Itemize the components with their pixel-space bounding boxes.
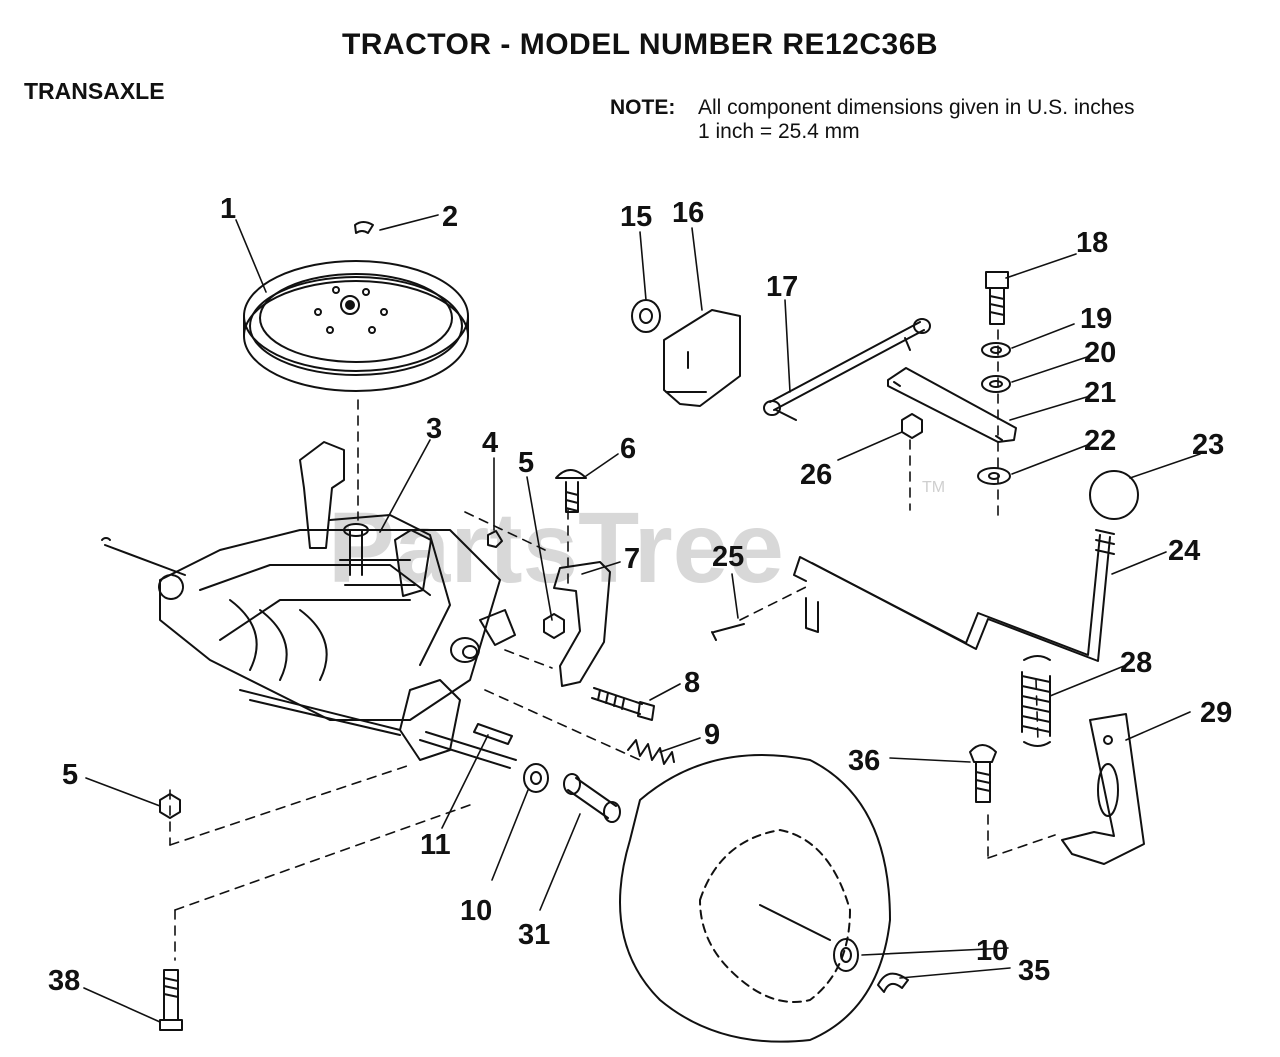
callout-1: 1	[220, 193, 236, 225]
assembly-guide-lines	[169, 329, 1056, 961]
callout-5b: 5	[62, 759, 78, 791]
bolt-part-36	[969, 744, 997, 803]
nut-part-5	[543, 613, 565, 639]
washer-part-22	[977, 467, 1011, 485]
section-title: TRANSAXLE	[24, 78, 165, 104]
callout-25: 25	[712, 541, 744, 573]
bolt-part-8	[591, 687, 655, 721]
washer-part-15	[631, 299, 661, 333]
callout-18: 18	[1076, 227, 1108, 259]
callout-36: 36	[848, 745, 880, 777]
plate-part-21	[887, 367, 1017, 443]
callout-6: 6	[620, 433, 636, 465]
transaxle-housing	[101, 441, 517, 769]
nut-part-26	[901, 413, 923, 439]
washer-part-20	[981, 375, 1011, 393]
spring-part-9	[627, 739, 675, 765]
bracket-part-7	[553, 561, 611, 687]
note-line-1: All component dimensions given in U.S. i…	[698, 96, 1135, 119]
callout-9: 9	[704, 719, 720, 751]
callout-16: 16	[672, 197, 704, 229]
spacer-part-31	[563, 773, 621, 823]
callout-17: 17	[766, 271, 798, 303]
callout-23: 23	[1192, 429, 1224, 461]
washer-part-19	[981, 342, 1011, 358]
page-title: TRACTOR - MODEL NUMBER RE12C36B	[341, 28, 939, 61]
callout-10: 10	[460, 895, 492, 927]
knob-part-23	[1089, 470, 1139, 520]
callout-24: 24	[1168, 535, 1200, 567]
nut-part-5b	[159, 793, 181, 819]
callout-4: 4	[482, 427, 498, 459]
cotter-pin-part-25	[711, 623, 745, 641]
callout-3: 3	[426, 413, 442, 445]
callout-29: 29	[1200, 697, 1232, 729]
callout-15: 15	[620, 201, 652, 233]
callout-26: 26	[800, 459, 832, 491]
callout-8: 8	[684, 667, 700, 699]
washer-part-10b	[833, 938, 859, 972]
callout-21: 21	[1084, 377, 1116, 409]
callout-28: 28	[1120, 647, 1152, 679]
callout-22: 22	[1084, 425, 1116, 457]
carriage-bolt-part-6	[555, 469, 587, 513]
callout-19: 19	[1080, 303, 1112, 335]
callout-11: 11	[420, 829, 451, 861]
note-label: NOTE:	[610, 96, 676, 119]
callout-20: 20	[1084, 337, 1116, 369]
callout-10b: 10	[976, 935, 1008, 967]
washer-part-10	[523, 763, 549, 793]
bolt-part-38	[159, 969, 183, 1031]
wheel-tire	[619, 754, 891, 1043]
callout-35: 35	[1018, 955, 1050, 987]
note-line-2: 1 inch = 25.4 mm	[698, 120, 860, 143]
callout-31: 31	[518, 919, 550, 951]
leader-lines	[83, 214, 1201, 1023]
bracket-part-29	[1061, 713, 1145, 865]
callout-38: 38	[48, 965, 80, 997]
callout-5: 5	[518, 447, 534, 479]
watermark-trademark: TM	[922, 479, 945, 496]
retaining-ring-part-2	[354, 221, 374, 234]
spring-part-28	[1021, 655, 1051, 747]
pulley-part-1	[243, 260, 469, 392]
key-part-11	[473, 723, 513, 745]
dimension-note: NOTE: All component dimensions given in U…	[610, 96, 1135, 144]
callout-labels: 1 2 3 4 5 6 7 8 9 10 11 15 16 17 18 19 2…	[48, 193, 1232, 997]
callout-2: 2	[442, 201, 458, 233]
clip-part-35	[877, 972, 909, 993]
bracket-part-16	[663, 309, 741, 407]
callout-7: 7	[624, 543, 640, 575]
key-part-4	[487, 530, 503, 548]
bolt-part-18	[985, 271, 1009, 325]
control-rod-part-17	[763, 318, 931, 421]
lever-part-24	[793, 529, 1115, 662]
